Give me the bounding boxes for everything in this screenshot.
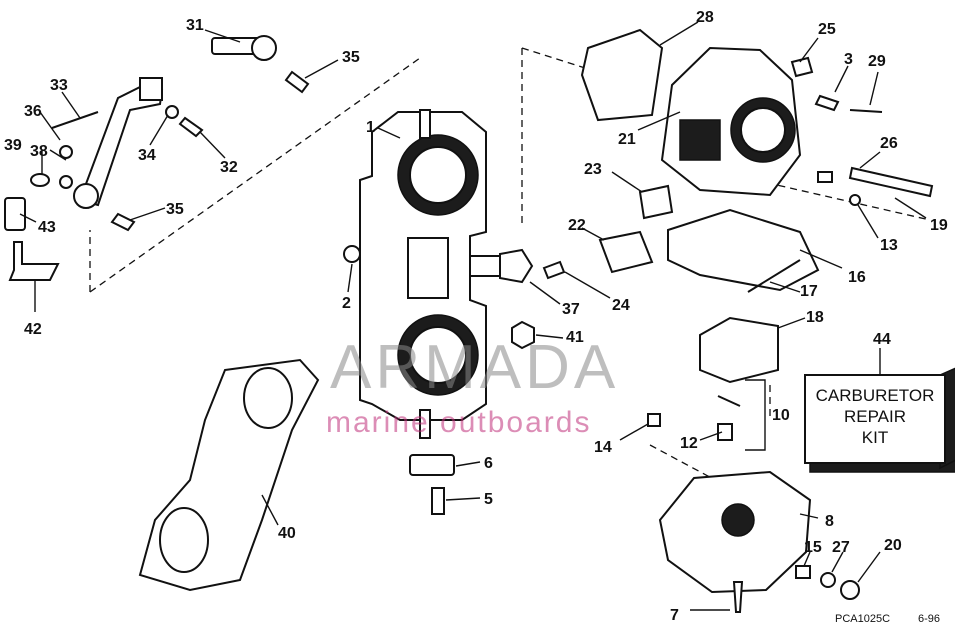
- callout-18: 18: [806, 309, 824, 326]
- callout-5: 5: [484, 491, 493, 508]
- callout-37: 37: [562, 301, 580, 318]
- needle-seat-parts: [598, 184, 820, 441]
- float-bowl-8: [658, 470, 860, 613]
- float-bowl-cover-21: [580, 28, 934, 206]
- callout-12: 12: [680, 435, 698, 452]
- callout-36: 36: [24, 103, 42, 120]
- callout-19: 19: [930, 217, 948, 234]
- callout-16: 16: [848, 269, 866, 286]
- callout-20: 20: [884, 537, 902, 554]
- callout-22: 22: [568, 217, 586, 234]
- callout-32: 32: [220, 159, 238, 176]
- callout-7: 7: [670, 607, 679, 624]
- callout-39: 39: [4, 137, 22, 154]
- callout-1: 1: [366, 119, 375, 136]
- callout-31: 31: [186, 17, 204, 34]
- throttle-lever-assembly: [4, 35, 310, 281]
- callout-40: 40: [278, 525, 296, 542]
- callout-35: 35: [166, 201, 184, 218]
- watermark-brand: ARMADA: [330, 333, 619, 402]
- callout-43: 43: [38, 219, 56, 236]
- callout-17: 17: [800, 283, 818, 300]
- callout-41: 41: [566, 329, 584, 346]
- callout-44: 44: [873, 331, 891, 348]
- figure-code: PCA1025C: [835, 613, 890, 625]
- callout-3: 3: [844, 51, 853, 68]
- callout-2: 2: [342, 295, 351, 312]
- callout-42: 42: [24, 321, 42, 338]
- callout-26: 26: [880, 135, 898, 152]
- callout-23: 23: [584, 161, 602, 178]
- kit-line-2: REPAIR: [844, 407, 906, 426]
- callout-29: 29: [868, 53, 886, 70]
- watermark-tagline: marine outboards: [326, 406, 591, 439]
- kit-line-1: CARBURETOR: [816, 386, 935, 405]
- callout-34: 34: [138, 147, 156, 164]
- kit-box: CARBURETOR REPAIR KIT: [804, 367, 955, 473]
- callout-33: 33: [50, 77, 68, 94]
- watermark: ARMADA marine outboards: [326, 333, 619, 439]
- figure-date: 6-96: [918, 613, 940, 625]
- callout-6: 6: [484, 455, 493, 472]
- callout-21: 21: [618, 131, 636, 148]
- callout-24: 24: [612, 297, 630, 314]
- callout-10: 10: [772, 407, 790, 424]
- leader-lines: [19, 21, 927, 611]
- kit-line-3: KIT: [862, 428, 888, 447]
- carburetor-body-1: [359, 109, 487, 439]
- callout-14: 14: [594, 439, 612, 456]
- gasket-40: [138, 358, 320, 592]
- carburetor-repair-kit-box: [804, 374, 946, 464]
- callout-35: 35: [342, 49, 360, 66]
- callout-13: 13: [880, 237, 898, 254]
- small-parts-center: [343, 245, 566, 515]
- callout-25: 25: [818, 21, 836, 38]
- callout-38: 38: [30, 143, 48, 160]
- callout-28: 28: [696, 9, 714, 26]
- callout-27: 27: [832, 539, 850, 556]
- callout-15: 15: [804, 539, 822, 556]
- callout-8: 8: [825, 513, 834, 530]
